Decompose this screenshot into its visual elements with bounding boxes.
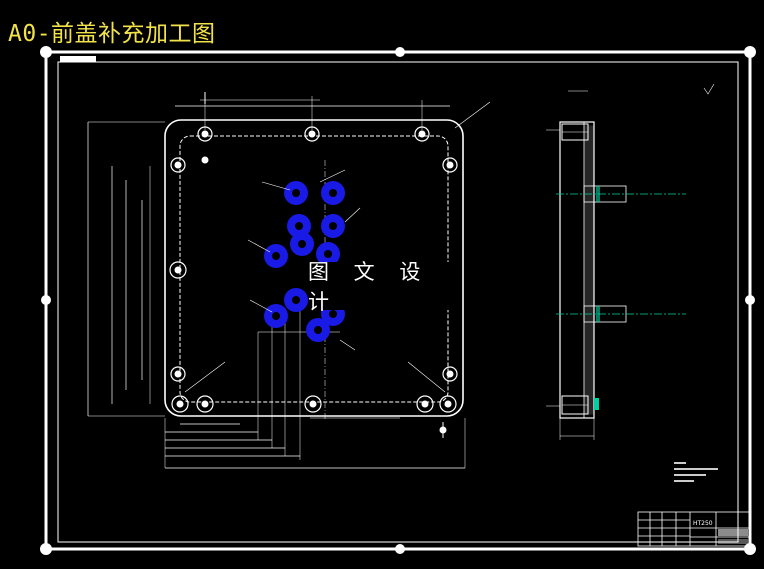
hole-right-1 [442, 157, 458, 173]
hole-top-3 [414, 126, 430, 142]
hole-left-1 [170, 157, 186, 173]
sheet-label-box [60, 56, 96, 62]
hole-bottom-2 [196, 395, 214, 413]
technical-notes [674, 462, 718, 482]
hole-top-2 [304, 126, 320, 142]
hole-bottom-4 [416, 395, 434, 413]
blue-hole-leaders [247, 169, 361, 351]
blue-hole-centers [272, 189, 337, 334]
title-block-name-fill [718, 529, 748, 536]
section-view [546, 121, 627, 440]
hole-right-3 [442, 366, 458, 382]
hole-bottom-3 [304, 395, 322, 413]
hole-top-1 [197, 126, 213, 142]
section-body [559, 121, 595, 419]
title-block-material: HT250 [693, 520, 713, 527]
sheet-border-inner [57, 61, 739, 543]
plate-outline [164, 119, 464, 417]
title-block-code-fill [718, 539, 748, 544]
section-label-marks [568, 83, 715, 95]
title-block [637, 511, 751, 547]
drawing-title: A0-前盖补充加工图 [8, 21, 216, 47]
watermark-label: 图 文 设 计 [308, 260, 462, 314]
bolt-holes [169, 126, 458, 434]
hole-left-3 [170, 366, 186, 382]
hole-left-2 [169, 261, 187, 279]
hole-bottom-1 [171, 395, 189, 413]
hole-bottom-5 [439, 395, 457, 413]
section-centerlines [556, 193, 686, 315]
